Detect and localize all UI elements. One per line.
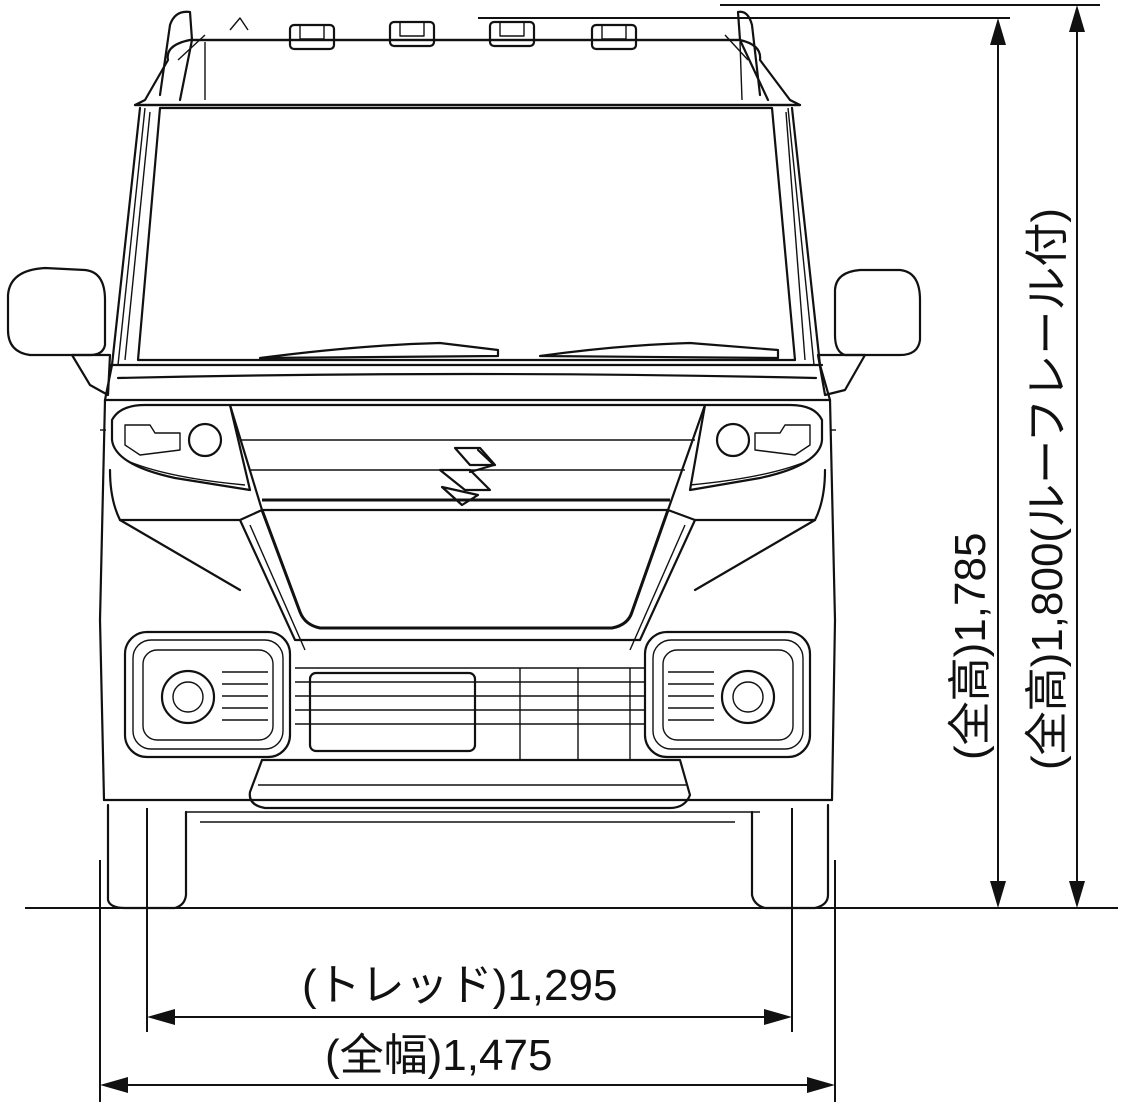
height-arrow-bottom: [990, 881, 1006, 908]
width-arrow-right: [807, 1077, 835, 1093]
width-arrow-left: [100, 1077, 128, 1093]
headlight-left: [110, 403, 252, 492]
fog-light-right: [643, 630, 812, 759]
upper-grille: [228, 403, 707, 512]
body-sides: [98, 398, 837, 802]
height-arrow-top: [990, 18, 1006, 45]
tread-arrow-right: [764, 1009, 792, 1025]
roof-vents: [229, 17, 638, 51]
height-dimension: (全高)1,785: [478, 17, 1010, 908]
windshield: [110, 106, 822, 367]
lower-bumper: [102, 758, 834, 823]
side-mirrors: [6, 266, 922, 397]
lower-grille: [295, 667, 645, 760]
tires: [106, 803, 830, 910]
overall-width-dimension: (全幅)1,475: [99, 860, 836, 1102]
fog-light-left: [123, 630, 292, 759]
roof-rail-arrow-top: [1069, 5, 1085, 32]
height-with-roof-rail-dimension: (全高)1,800(ルーフレール付): [720, 4, 1100, 908]
front-fascia: [108, 468, 827, 651]
overall-width-label: (全幅)1,475: [325, 1031, 552, 1080]
license-plate: [308, 671, 477, 753]
roof-rails: [158, 10, 770, 102]
roof-rail-arrow-bottom: [1069, 881, 1085, 908]
suzuki-emblem-icon: [438, 446, 497, 507]
vehicle-front-view: [6, 10, 922, 910]
headlight-right: [688, 403, 824, 492]
tread-label: (トレッド)1,295: [302, 961, 617, 1010]
wipers: [258, 341, 780, 360]
hood: [103, 363, 832, 402]
height-label: (全高)1,785: [946, 533, 995, 760]
upper-body: [133, 38, 802, 107]
tread-arrow-left: [147, 1009, 175, 1025]
height-with-roof-rail-label: (全高)1,800(ルーフレール付): [1023, 208, 1072, 770]
tread-dimension: (トレッド)1,295: [146, 808, 793, 1032]
